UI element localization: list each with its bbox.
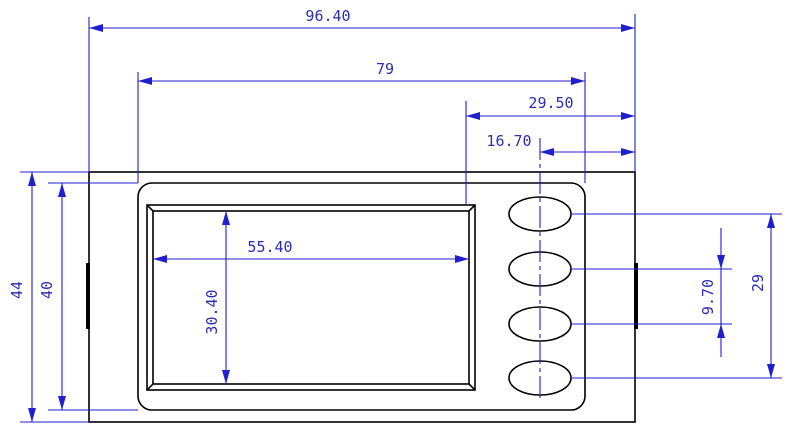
- device-outline: [86, 171, 638, 423]
- screen-bevel-br: [468, 383, 476, 391]
- screen-bevel-bl: [146, 383, 154, 391]
- screen-bevel-tr: [468, 204, 476, 212]
- dim-text-bezel-width: 79: [376, 60, 394, 78]
- right-clip: [634, 263, 638, 329]
- dim-text-bezel-height: 40: [38, 281, 56, 299]
- screen-inner: [152, 210, 470, 385]
- dim-text-button-span: 29: [749, 274, 767, 292]
- bezel-outline: [137, 182, 586, 411]
- dim-text-button-pitch: 9.70: [699, 279, 717, 315]
- extension-lines: [20, 14, 782, 423]
- screen-outer: [146, 204, 476, 391]
- dim-text-buttons-offset: 29.50: [528, 94, 573, 112]
- left-clip: [86, 263, 90, 329]
- dim-text-overall-height: 44: [8, 281, 26, 299]
- dim-arrow-button-pitch-lower: [717, 324, 725, 338]
- dim-text-screen-width: 55.40: [247, 238, 292, 256]
- dim-text-button-center-offset: 16.70: [486, 132, 531, 150]
- dim-text-screen-height: 30.40: [203, 289, 221, 334]
- screen-bevel-tl: [146, 204, 154, 212]
- dim-arrow-button-pitch-upper: [717, 255, 725, 269]
- dim-text-overall-width: 96.40: [305, 7, 350, 25]
